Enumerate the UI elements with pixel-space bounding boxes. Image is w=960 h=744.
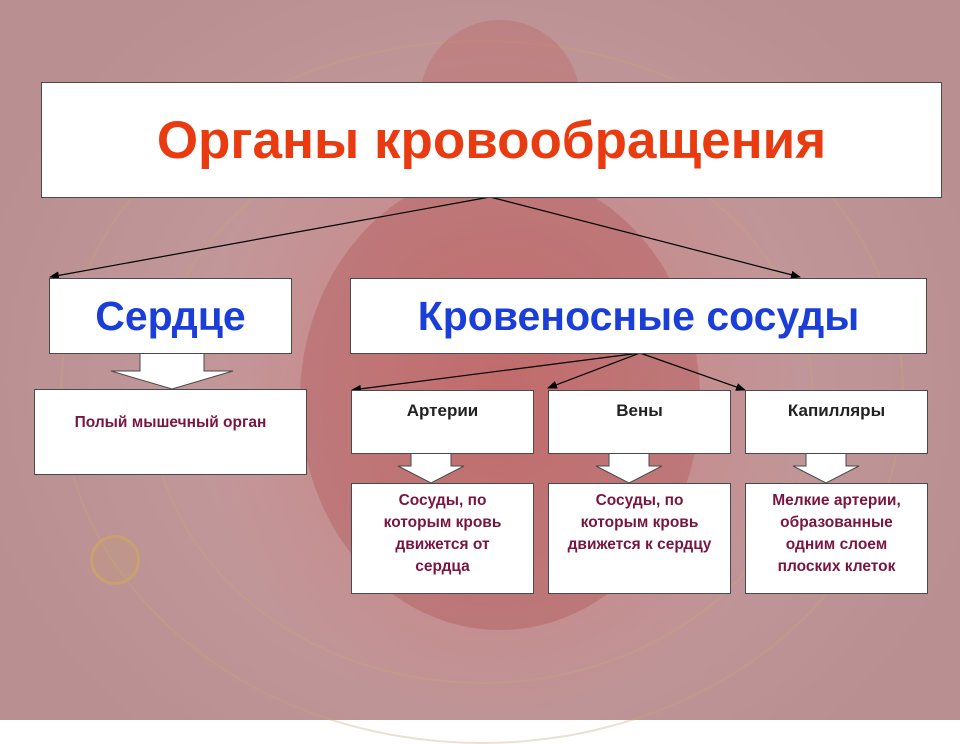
capillaries-description: Мелкие артерии, образованные одним слоем… (772, 492, 901, 575)
arrow-vessels-to-veins (547, 352, 641, 389)
connector-arrows (49, 196, 860, 484)
heart-box: Сердце (49, 278, 292, 354)
block-arrow-capillaries (792, 452, 860, 484)
arteries-description: Сосуды, по которым кровь движется от сер… (383, 492, 502, 575)
vessels-label: Кровеносные сосуды (417, 292, 860, 339)
veins-label: Вены (616, 401, 663, 420)
arrow-vessels-to-arteries (351, 352, 641, 393)
block-arrow-heart (110, 352, 234, 390)
block-arrow-veins (595, 452, 663, 484)
arrow-vessels-to-capillaries (639, 352, 746, 391)
arteries-box: Артерии (351, 390, 534, 454)
capillaries-description-box: Мелкие артерии, образованные одним слоем… (745, 483, 928, 594)
title-box: Органы кровообращения (41, 82, 942, 198)
heart-description-box: Полый мышечный орган (34, 389, 307, 475)
block-arrow-arteries (397, 452, 465, 484)
heart-description: Полый мышечный орган (74, 414, 267, 431)
veins-box: Вены (548, 390, 731, 454)
arteries-label: Артерии (406, 401, 479, 420)
arteries-description-box: Сосуды, по которым кровь движется от сер… (351, 483, 534, 594)
arrow-title-to-vessels (489, 196, 801, 279)
capillaries-label: Капилляры (787, 401, 886, 420)
arrow-title-to-heart (49, 196, 491, 280)
capillaries-box: Капилляры (745, 390, 928, 454)
veins-description: Сосуды, по которым кровь движется к серд… (567, 492, 712, 553)
diagram-title: Органы кровообращения (156, 110, 827, 170)
veins-description-box: Сосуды, по которым кровь движется к серд… (548, 483, 731, 594)
background-emblem-icon (90, 535, 140, 585)
heart-label: Сердце (95, 292, 246, 339)
vessels-box: Кровеносные сосуды (350, 278, 927, 354)
